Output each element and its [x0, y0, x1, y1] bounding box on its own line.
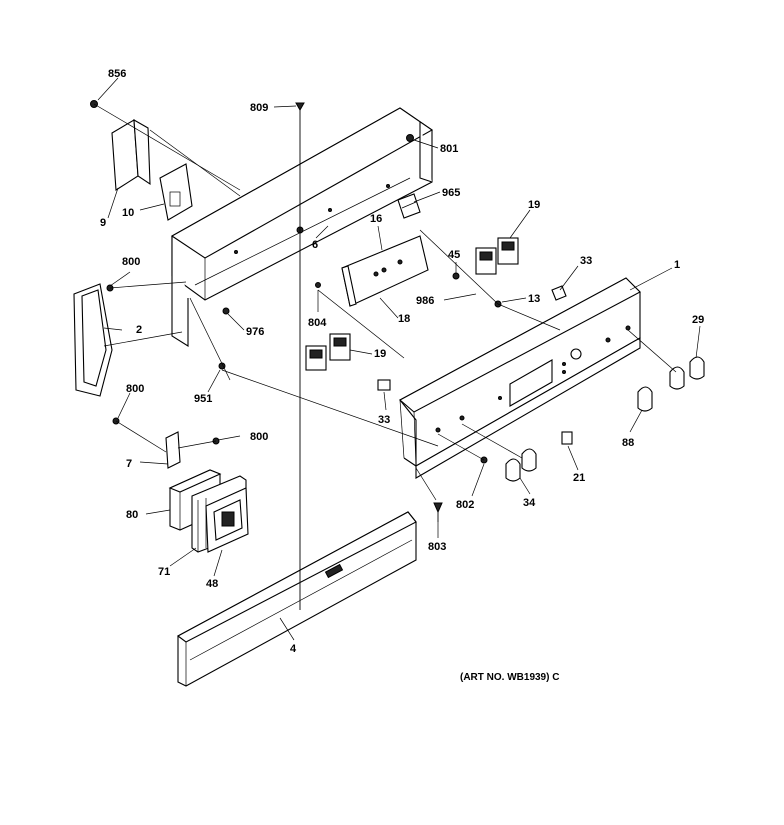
clip-33-lower	[377, 379, 391, 391]
label-19-upper: 19	[528, 199, 540, 211]
label-809: 809	[250, 102, 268, 114]
label-45: 45	[448, 249, 460, 261]
label-986: 986	[416, 295, 434, 307]
label-18: 18	[398, 313, 410, 325]
clip-33-upper	[551, 285, 567, 301]
label-804: 804	[308, 317, 327, 329]
label-801: 801	[440, 143, 458, 155]
bracket-9	[111, 119, 151, 191]
knob-88	[637, 386, 653, 412]
screw-803	[433, 502, 443, 522]
label-88: 88	[622, 437, 634, 449]
screw-801	[406, 134, 414, 142]
art-number: (ART NO. WB1939) C	[460, 672, 559, 683]
knob-29	[669, 356, 705, 390]
label-33-upper: 33	[580, 255, 592, 267]
label-33-lower: 33	[378, 414, 390, 426]
trim-strip-4	[176, 511, 417, 687]
label-856: 856	[108, 68, 126, 80]
board-overlay-48	[205, 487, 249, 553]
clip-965	[397, 193, 421, 219]
screw-809	[295, 102, 305, 118]
end-cap-2	[73, 283, 113, 397]
screw-804	[315, 282, 321, 288]
relay-19-lower	[305, 333, 351, 371]
label-951: 951	[194, 393, 212, 405]
label-34: 34	[523, 497, 536, 509]
label-800-middle: 800	[126, 383, 144, 395]
label-4: 4	[290, 643, 297, 655]
label-80: 80	[126, 509, 138, 521]
label-71: 71	[158, 566, 170, 578]
label-21: 21	[573, 472, 585, 484]
switch-bracket-18	[341, 235, 429, 307]
leader-lines	[93, 77, 701, 641]
label-965: 965	[442, 187, 460, 199]
label-19-lower: 19	[374, 348, 386, 360]
control-panel-1	[399, 277, 641, 479]
clip-976	[222, 307, 230, 315]
label-976: 976	[246, 326, 264, 338]
label-9: 9	[100, 217, 106, 229]
bracket-7	[165, 431, 181, 469]
label-6: 6	[312, 239, 318, 251]
label-2: 2	[136, 324, 142, 336]
label-13: 13	[528, 293, 540, 305]
label-800-upper: 800	[122, 256, 140, 268]
label-29: 29	[692, 314, 704, 326]
label-1: 1	[674, 259, 680, 271]
rear-backsplash-panel	[170, 107, 434, 347]
label-800-lower: 800	[250, 431, 268, 443]
label-48: 48	[206, 578, 218, 590]
part-labels: 856 809 801 965 9 10 6 16 19 45 33 1 800…	[100, 68, 704, 655]
label-16: 16	[370, 213, 382, 225]
relay-19-upper	[475, 237, 519, 275]
label-10: 10	[122, 207, 134, 219]
bracket-10	[159, 163, 193, 221]
knob-34	[505, 448, 537, 482]
label-802: 802	[456, 499, 474, 511]
label-803: 803	[428, 541, 446, 553]
label-7: 7	[126, 458, 132, 470]
clip-21	[561, 431, 573, 445]
